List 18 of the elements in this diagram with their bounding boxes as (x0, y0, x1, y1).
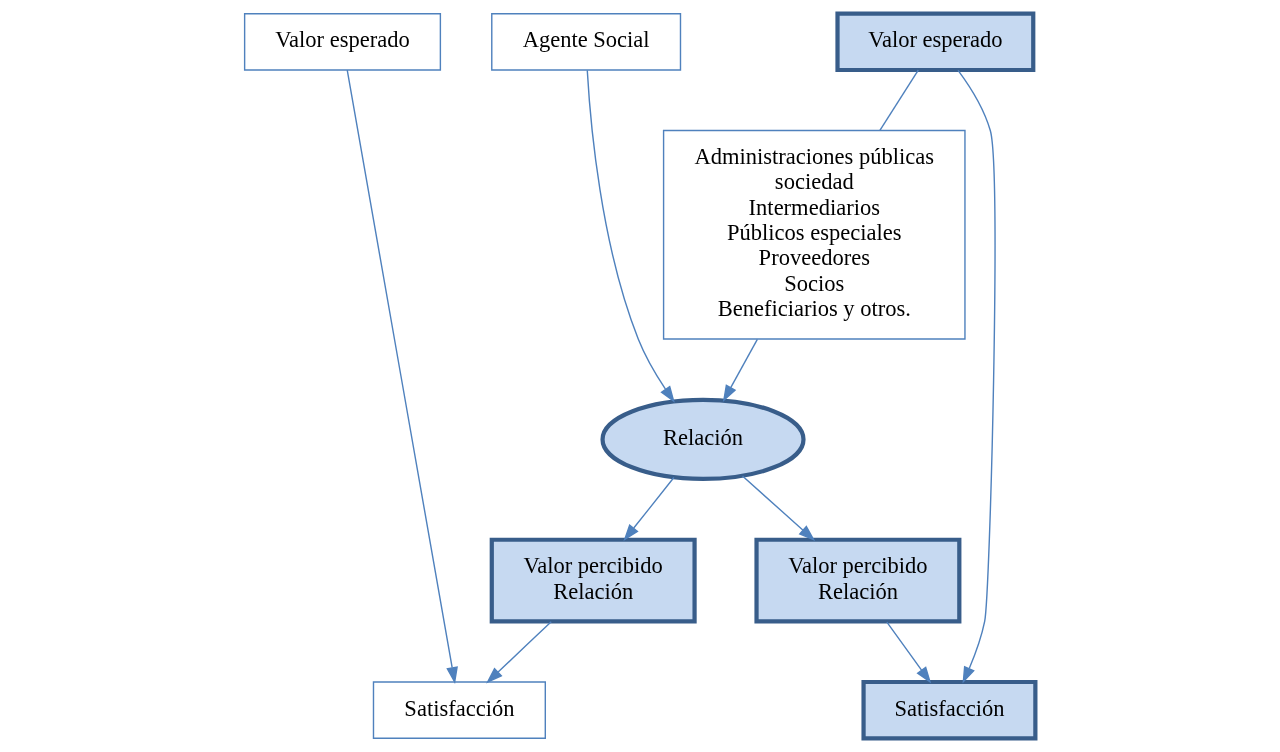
arrow (722, 338, 759, 402)
arrow (346, 69, 458, 684)
node-box: Satisfacción (372, 681, 546, 740)
arrow (486, 621, 552, 684)
node-box: Valor esperado (835, 11, 1036, 73)
node-box: Valor percibido Relación (489, 537, 697, 624)
arrow (957, 69, 996, 684)
node-ellipse: Relación (600, 397, 806, 482)
node-box: Satisfacción (861, 679, 1038, 741)
arrow (586, 69, 675, 403)
arrow (886, 621, 932, 684)
connector (879, 69, 919, 132)
node-box: Valor percibido Relación (754, 537, 962, 624)
arrow (623, 476, 675, 542)
node-box: Administraciones públicas sociedad Intermediarios Públicos especiales Proveedores Socios Beneficiarios y otros. (662, 129, 966, 340)
node-box: Valor esperado (243, 12, 442, 71)
arrow (741, 475, 816, 541)
node-box: Agente Social (491, 12, 682, 71)
